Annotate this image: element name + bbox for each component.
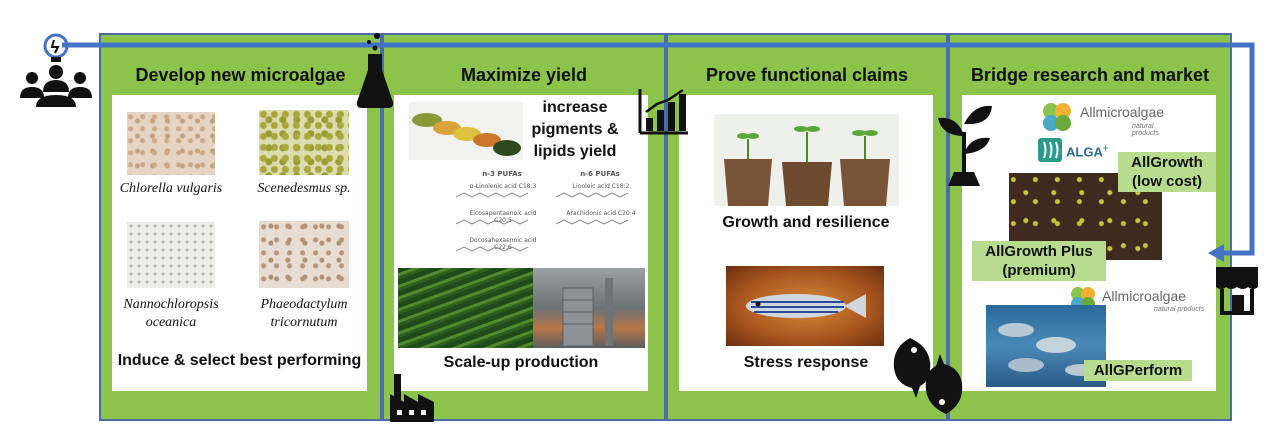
panel-title-maximize: Maximize yield xyxy=(460,65,588,85)
n6-acid-1: Linoleic acid C18:2 xyxy=(572,183,630,190)
panel-develop-caption: Induce & select best performing xyxy=(117,352,362,369)
alga-logo-text: ALGA+ xyxy=(1066,143,1108,159)
people-idea-icon xyxy=(20,33,92,107)
plant-icon xyxy=(938,105,992,186)
pigment-powders-image xyxy=(409,102,523,160)
n3-acid-1: α-Linolenic acid C18:3 xyxy=(469,183,537,190)
product-allgrowth-plus-label: AllGrowth Plus (premium) xyxy=(972,241,1106,281)
panel-title-develop: Develop new microalgae xyxy=(135,65,346,85)
alga-sup: + xyxy=(1102,143,1109,153)
microscopy-scenedesmus-image xyxy=(259,110,349,175)
brand-name-bottom: Allmicroalgae xyxy=(1102,288,1187,304)
fish-cycle-icon xyxy=(893,338,963,414)
brand-sub-bottom: natural products xyxy=(1154,306,1205,313)
market-store-icon xyxy=(1216,267,1258,315)
zebrafish-image xyxy=(726,266,884,346)
bar-chart-icon xyxy=(638,88,688,135)
n3-pufa-label: n-3 PUFAs xyxy=(482,170,522,178)
flask-icon xyxy=(356,33,394,108)
panel-title-bridge: Bridge research and market xyxy=(970,65,1210,85)
panel-prove-caption-stress: Stress response xyxy=(743,354,869,371)
allmicroalgae-logo-top: Allmicroalgae natural products xyxy=(1040,100,1180,137)
photobioreactor-tubes-image xyxy=(398,268,533,348)
brand-name-top: Allmicroalgae xyxy=(1080,104,1165,120)
panel-prove-caption-growth: Growth and resilience xyxy=(722,214,890,231)
yield-text: increase pigments & lipids yield xyxy=(531,99,619,160)
product-allgperform-label: AllGPerform xyxy=(1084,360,1192,381)
microscopy-nannochloropsis-image xyxy=(127,222,215,288)
brand-sub-top: natural products xyxy=(1132,123,1159,137)
species-label-chlorella: Chlorella vulgaris xyxy=(119,181,223,196)
alga-text: ALGA xyxy=(1066,144,1103,160)
species-label-scenedesmus: Scenedesmus sp. xyxy=(257,181,351,196)
species-label-phaeodactylum: Phaeodactylum tricornutum xyxy=(260,297,348,330)
n6-pufa-label: n-6 PUFAs xyxy=(580,170,620,178)
fish-school-image xyxy=(986,305,1106,387)
allmicroalgae-logo-bottom: Allmicroalgae natural products xyxy=(1068,284,1208,318)
microscopy-phaeodactylum-image xyxy=(259,221,349,288)
seedlings-pots-image xyxy=(714,114,899,206)
microscopy-chlorella-image xyxy=(127,112,215,175)
product-allgrowth-label: AllGrowth (low cost) xyxy=(1118,152,1216,192)
n6-acid-2: Arachidonic acid C20:4 xyxy=(566,210,636,217)
production-facility-image xyxy=(533,268,645,348)
species-label-nannochloropsis: Nannochloropsis oceanica xyxy=(123,297,219,330)
panel-maximize-caption: Scale-up production xyxy=(443,354,599,371)
fatty-acid-structures xyxy=(455,192,629,252)
n3-acid-2: Eicosapentaenoic acid C20:5 xyxy=(469,210,537,224)
n3-acid-3: Docosahexaenoic acid C22:6 xyxy=(469,237,537,251)
factory-icon xyxy=(390,374,434,422)
alga-plus-logo: ALGA+ xyxy=(1038,138,1118,164)
panel-title-prove: Prove functional claims xyxy=(705,65,909,85)
